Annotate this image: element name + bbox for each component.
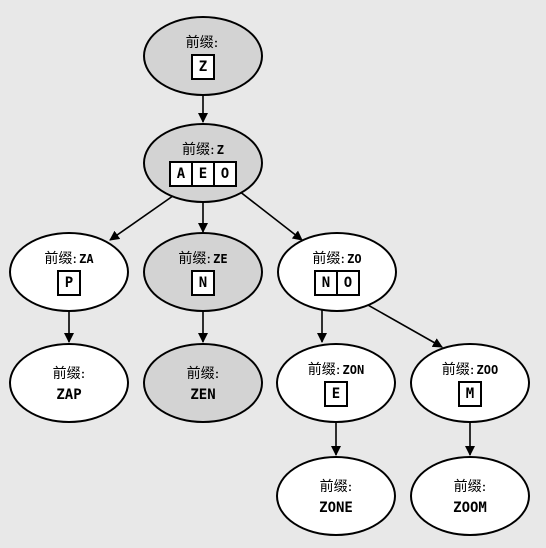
prefix-label: 前缀: xyxy=(52,366,86,382)
key-row: Z xyxy=(191,54,215,80)
prefix-label: 前缀: xyxy=(186,366,220,382)
key-cell: A xyxy=(171,163,193,185)
prefix-value: Z xyxy=(216,143,224,157)
prefix-value: ZO xyxy=(347,252,362,266)
node-za: 前缀:ZA P xyxy=(9,232,129,312)
word-label: ZOOM xyxy=(453,500,487,516)
key-cell: N xyxy=(316,272,338,294)
prefix-label: 前缀: xyxy=(307,362,341,378)
node-zoom: 前缀: ZOOM xyxy=(410,456,530,536)
key-row: A E O xyxy=(169,161,237,187)
key-cell: N xyxy=(198,275,208,291)
key-cell: E xyxy=(193,163,215,185)
word-label: ZEN xyxy=(190,387,216,403)
prefix-value: ZON xyxy=(342,363,365,377)
prefix-label: 前缀: xyxy=(185,35,219,51)
node-zone: 前缀: ZONE xyxy=(276,456,396,536)
key-cell: O xyxy=(220,166,230,182)
node-z: 前缀:Z A E O xyxy=(143,123,263,203)
key-cell: Z xyxy=(198,59,208,75)
prefix-label: 前缀: xyxy=(319,479,353,495)
word-label: ZONE xyxy=(319,500,353,516)
key-cell: M xyxy=(465,386,475,402)
prefix-value: ZE xyxy=(213,252,228,266)
prefix-label: 前缀: xyxy=(44,251,78,267)
key-row: E xyxy=(324,381,348,407)
key-row: P xyxy=(57,270,81,296)
prefix-value: ZOO xyxy=(476,363,499,377)
prefix-label: 前缀: xyxy=(312,251,346,267)
key-cell: O xyxy=(343,275,353,291)
key-row: N xyxy=(191,270,215,296)
prefix-value: ZA xyxy=(79,252,94,266)
node-zen: 前缀: ZEN xyxy=(143,343,263,423)
node-zon: 前缀:ZON E xyxy=(276,343,396,423)
node-zap: 前缀: ZAP xyxy=(9,343,129,423)
prefix-label: 前缀: xyxy=(178,251,212,267)
key-row: N O xyxy=(314,270,360,296)
key-cell: P xyxy=(64,275,74,291)
node-zo: 前缀:ZO N O xyxy=(277,232,397,312)
node-root: 前缀: Z xyxy=(143,16,263,96)
prefix-label: 前缀: xyxy=(441,362,475,378)
node-ze: 前缀:ZE N xyxy=(143,232,263,312)
node-zoo: 前缀:ZOO M xyxy=(410,343,530,423)
prefix-label: 前缀: xyxy=(453,479,487,495)
prefix-label: 前缀: xyxy=(182,142,215,158)
word-label: ZAP xyxy=(56,387,82,403)
key-row: M xyxy=(458,381,482,407)
key-cell: E xyxy=(331,386,341,402)
